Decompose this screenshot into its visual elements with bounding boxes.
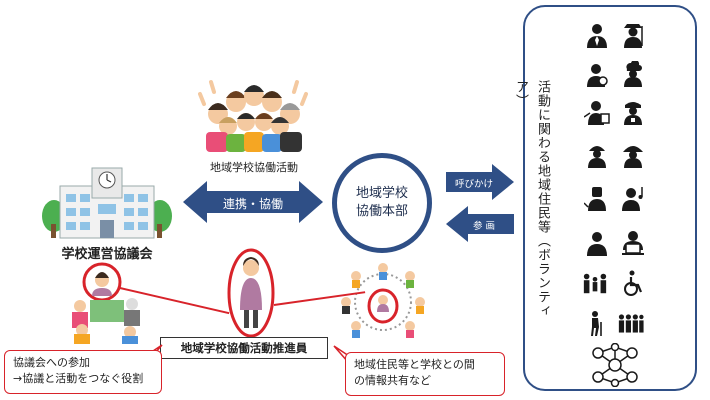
group-icon <box>618 310 644 336</box>
callout-right-line1: 地域住民等と学校との間 <box>354 357 496 373</box>
coordinator-label: 地域学校協働活動推進員 <box>160 337 328 359</box>
volunteer-title: 活動に関わる地域住民等（ボランティア） <box>531 80 553 320</box>
callout-left: 協議会への参加 →協議と活動をつなぐ役割 <box>4 350 162 394</box>
office-worker-icon <box>584 230 610 256</box>
hq-circle: 地域学校 協働本部 <box>332 153 432 253</box>
meeting-illustration <box>68 262 152 344</box>
community-circle-illustration <box>336 262 430 342</box>
school-label: 学校運営協議会 <box>42 243 172 262</box>
police-icon <box>620 99 646 125</box>
doctor-icon <box>584 61 610 87</box>
coordinator-illustration <box>226 248 276 338</box>
teacher-icon <box>584 99 610 125</box>
firefighter-icon <box>620 142 646 168</box>
activity-label: 地域学校協働活動 <box>198 159 310 175</box>
callout-left-line1: 協議会への参加 <box>13 355 153 371</box>
businessperson-icon <box>584 22 610 48</box>
callout-right-line2: の情報共有など <box>354 373 496 389</box>
programmer-icon <box>620 230 646 256</box>
join-arrow-label: 参 画 <box>462 218 506 232</box>
callout-right: 地域住民等と学校との間 の情報共有など <box>345 352 505 396</box>
family-icon <box>582 270 608 296</box>
construction-worker-icon <box>584 142 610 168</box>
musician-icon <box>620 185 646 211</box>
network-icon <box>590 343 640 387</box>
crowd-illustration <box>198 74 308 154</box>
chef-icon <box>620 61 646 87</box>
farmer-icon <box>620 22 646 48</box>
hq-label: 地域学校 協働本部 <box>356 185 408 221</box>
callout-left-line2: →協議と活動をつなぐ役割 <box>13 371 153 387</box>
link-arrow-label: 連携・協働 <box>207 195 299 212</box>
call-arrow-label: 呼びかけ <box>452 176 496 190</box>
wheelchair-icon <box>620 270 646 296</box>
elderly-icon <box>584 310 610 336</box>
welder-icon <box>584 185 610 211</box>
school-building-illustration <box>42 164 172 242</box>
